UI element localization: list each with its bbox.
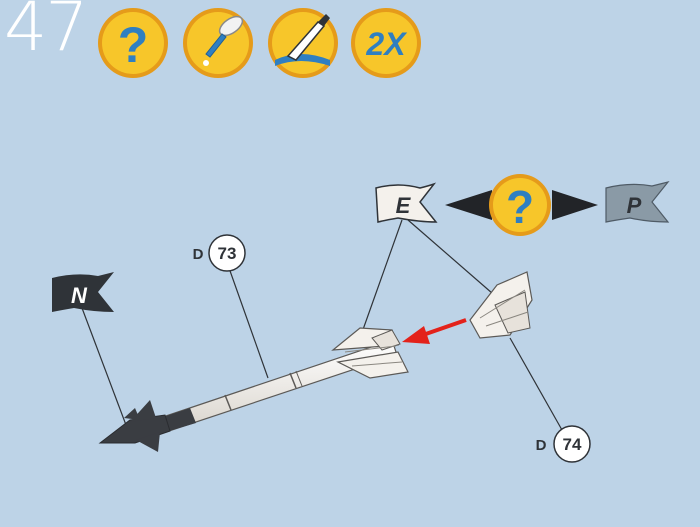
paint-brush-icon[interactable] (268, 8, 338, 78)
assembly-arrow (402, 318, 467, 344)
arrow-right-icon (552, 190, 598, 220)
callout-d73: D 73 (193, 234, 246, 272)
missile-body (98, 327, 409, 452)
flag-e-label: E (396, 193, 412, 218)
question-icon[interactable]: ? (98, 8, 168, 78)
flag-e: E (375, 182, 438, 223)
question-glyph: ? (118, 17, 149, 73)
leader-lines (81, 219, 563, 431)
multiplier-label: 2X (365, 26, 407, 62)
fin-part-d74 (469, 271, 533, 339)
multiplier-badge: 2X (351, 8, 421, 78)
choice-question-icon: ? (489, 174, 551, 236)
choice-glyph: ? (506, 181, 534, 233)
leader-d73 (228, 267, 269, 379)
leader-n (81, 307, 127, 426)
leader-e-to-fins (359, 219, 403, 339)
callout-d74-prefix: D (536, 437, 547, 454)
flag-n-label: N (71, 283, 88, 308)
leader-d74 (509, 337, 563, 431)
glue-icon[interactable] (183, 8, 253, 78)
leader-e-to-part (407, 219, 501, 301)
callout-d73-number: 73 (218, 244, 237, 263)
flag-p-label: P (627, 193, 642, 218)
flag-n: N (52, 272, 114, 312)
callout-d74: D 74 (536, 425, 591, 463)
step-number: 47 (4, 0, 89, 67)
flag-p: P (605, 180, 670, 223)
callout-d73-prefix: D (193, 246, 204, 263)
arrow-left-icon (445, 190, 492, 220)
callout-d74-number: 74 (563, 435, 582, 454)
choice-selector: ? (445, 174, 598, 236)
